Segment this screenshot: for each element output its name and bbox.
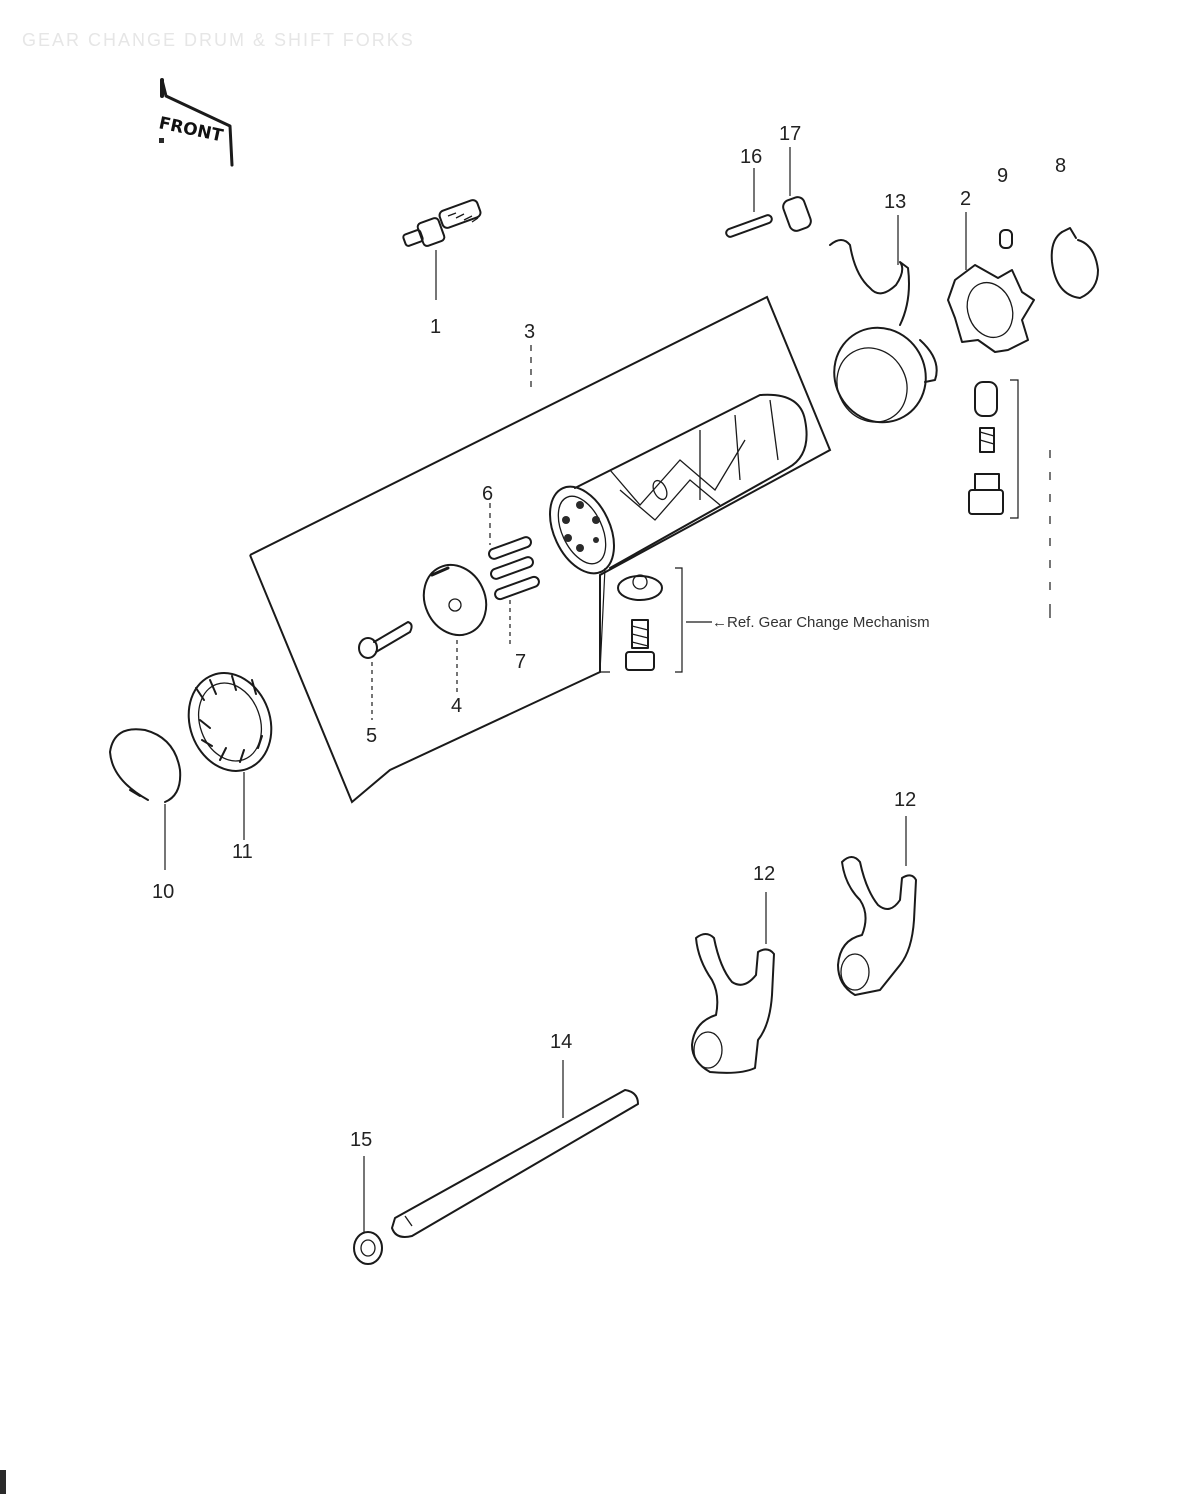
neutral-switch-part [402, 199, 482, 300]
shift-fork-12a-part [837, 816, 917, 996]
callout-part-13: 13 [884, 191, 906, 213]
callout-part-10: 10 [152, 881, 174, 903]
drum-assembly-box [249, 295, 832, 804]
drum-pins-part [488, 503, 540, 648]
callout-part-17: 17 [779, 123, 801, 145]
callout-part-16: 16 [740, 146, 762, 168]
drum-plate-part [422, 563, 488, 694]
callout-part-8: 8 [1055, 155, 1066, 177]
page-edge-mark [0, 1470, 6, 1494]
front-direction-marker: FRONT [157, 78, 234, 167]
circlip-8-part [1050, 227, 1099, 299]
detent-assembly-part [968, 379, 1051, 618]
callout-part-6: 6 [482, 483, 493, 505]
change-drum-part [549, 393, 808, 575]
shift-rod-part [391, 1060, 639, 1238]
detent-bolt-group [599, 567, 712, 673]
pin-16-part [725, 168, 773, 238]
callout-part-14: 14 [550, 1031, 572, 1053]
callout-part-9: 9 [997, 165, 1008, 187]
needle-bearing-part [187, 672, 273, 840]
pin-9-part [999, 229, 1013, 249]
callout-part-5: 5 [366, 725, 377, 747]
star-plate-part [947, 212, 1035, 353]
circlip-10-part [109, 728, 182, 870]
callout-part-15: 15 [350, 1129, 372, 1151]
circlip-15-part [353, 1156, 383, 1265]
callout-part-7: 7 [515, 651, 526, 673]
roller-17-part [782, 147, 812, 232]
callout-part-2: 2 [960, 188, 971, 210]
page-title: GEAR CHANGE DRUM & SHIFT FORKS [22, 30, 415, 50]
callout-part-3: 3 [524, 321, 535, 343]
callout-part-12-lower: 12 [753, 863, 775, 885]
callout-part-11: 11 [232, 841, 253, 863]
drum-screw-part [358, 621, 413, 720]
callout-part-4: 4 [451, 695, 462, 717]
shift-fork-13-part [829, 215, 938, 424]
shift-fork-12b-part [691, 892, 775, 1074]
callout-part-12-upper: 12 [894, 789, 916, 811]
callout-part-1: 1 [430, 316, 441, 338]
reference-note: ←Ref. Gear Change Mechanism [712, 614, 930, 631]
